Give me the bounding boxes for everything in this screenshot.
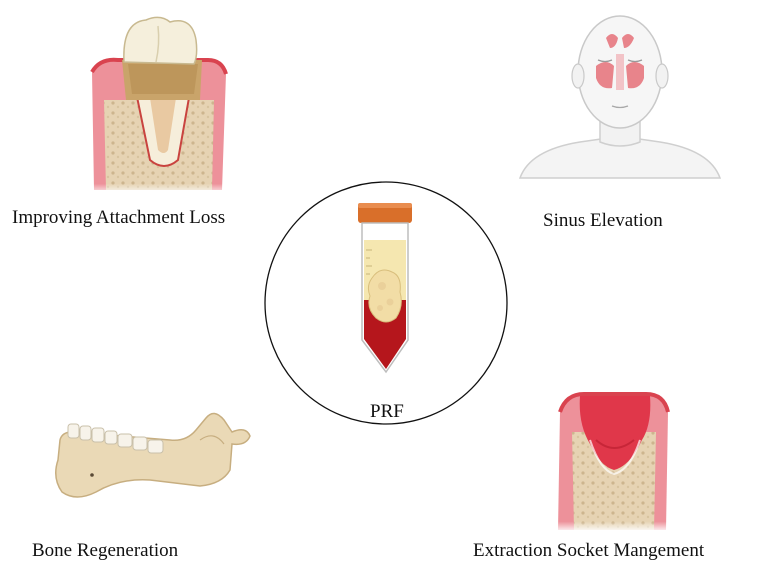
label-prf: PRF [370,402,404,421]
label-improving-attachment-loss: Improving Attachment Loss [12,208,225,227]
head-sinus-icon [520,16,720,178]
periodontal-tooth-icon [88,17,232,195]
label-sinus-elevation: Sinus Elevation [543,211,663,230]
extraction-socket-icon [554,394,674,532]
label-bone-regeneration: Bone Regeneration [32,541,178,560]
mandible-icon [56,413,250,497]
label-extraction-socket-management: Extraction Socket Mangement [473,541,704,560]
prf-tube-icon [358,203,412,372]
